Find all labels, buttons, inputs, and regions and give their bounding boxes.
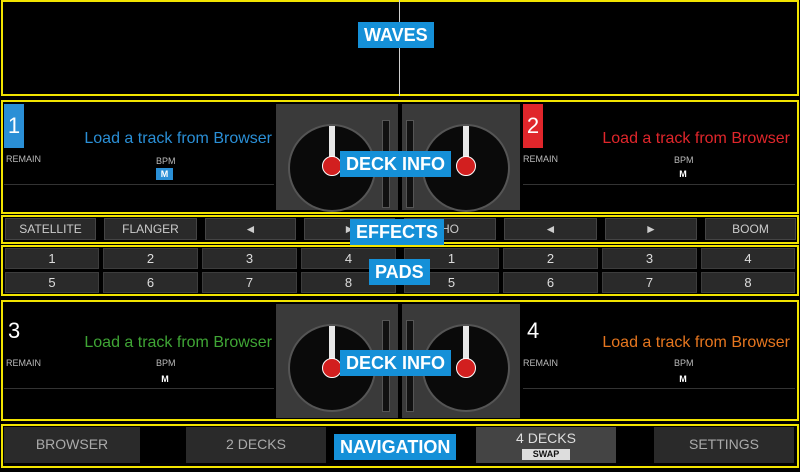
- pad-1-6[interactable]: 6: [103, 272, 198, 293]
- deck-4-mode[interactable]: M: [679, 374, 687, 384]
- deck-1-number: 1: [4, 104, 24, 148]
- deck-4-divider: [523, 388, 795, 389]
- turntable-label-icon: [456, 358, 476, 378]
- needle-icon: [463, 126, 469, 160]
- deck-3-bpm: BPM: [156, 358, 176, 368]
- pad-2-4[interactable]: 4: [701, 248, 795, 269]
- turntable-label-icon: [456, 156, 476, 176]
- effect-satellite[interactable]: SATELLITE: [5, 218, 96, 240]
- deck-2-load-text[interactable]: Load a track from Browser: [602, 130, 790, 147]
- deck-1-load-text[interactable]: Load a track from Browser: [84, 130, 272, 147]
- pads-label: PADS: [369, 259, 430, 285]
- swap-badge[interactable]: SWAP: [522, 449, 570, 460]
- needle-icon: [329, 126, 335, 160]
- needle-icon: [329, 326, 335, 360]
- deck-1-divider: [4, 184, 274, 185]
- pad-1-3[interactable]: 3: [202, 248, 297, 269]
- nav-browser-button[interactable]: BROWSER: [4, 427, 140, 463]
- waves-label: WAVES: [358, 22, 434, 48]
- deck-3-divider: [4, 388, 274, 389]
- deck-1-bpm: BPM: [156, 156, 176, 166]
- deck-4-remain: REMAIN: [523, 358, 559, 368]
- effect-flanger[interactable]: FLANGER: [104, 218, 197, 240]
- pad-1-2[interactable]: 2: [103, 248, 198, 269]
- effect-boom[interactable]: BOOM: [705, 218, 796, 240]
- navigation-panel: [1, 424, 799, 468]
- deck-info-bottom-panel: [1, 300, 799, 421]
- deck-2-bpm: BPM: [674, 155, 694, 165]
- effect-next-right[interactable]: ►: [605, 218, 697, 240]
- effect-prev-right[interactable]: ◄: [504, 218, 597, 240]
- deck-info-top-panel: [1, 100, 799, 214]
- deck-4-load-text[interactable]: Load a track from Browser: [602, 334, 790, 351]
- waves-panel: [1, 0, 799, 96]
- pad-2-6[interactable]: 6: [503, 272, 598, 293]
- deck-info-bottom-label: DECK INFO: [340, 350, 451, 376]
- deck-2-mode[interactable]: M: [679, 169, 687, 179]
- deck-2-remain: REMAIN: [523, 154, 559, 164]
- pad-1-7[interactable]: 7: [202, 272, 297, 293]
- deck-3-mode[interactable]: M: [161, 374, 169, 384]
- deck-3-number: 3: [8, 318, 21, 343]
- waveform-center-line: [399, 0, 400, 96]
- navigation-label: NAVIGATION: [334, 434, 457, 460]
- pad-2-8[interactable]: 8: [701, 272, 795, 293]
- nav-2-decks-button[interactable]: 2 DECKS: [186, 427, 326, 463]
- effects-label: EFFECTS: [350, 219, 445, 245]
- turntable-label-icon: [322, 156, 342, 176]
- deck-1-mode[interactable]: M: [156, 168, 173, 180]
- pad-2-2[interactable]: 2: [503, 248, 598, 269]
- pad-2-3[interactable]: 3: [602, 248, 697, 269]
- needle-icon: [463, 326, 469, 360]
- pad-2-7[interactable]: 7: [602, 272, 697, 293]
- pads-panel: [1, 245, 799, 296]
- turntable-label-icon: [322, 358, 342, 378]
- nav-4-decks-label: 4 DECKS: [516, 430, 576, 446]
- deck-4-number: 4: [527, 318, 540, 343]
- deck-1-remain: REMAIN: [6, 154, 42, 164]
- deck-info-top-label: DECK INFO: [340, 151, 451, 177]
- pad-1-1[interactable]: 1: [5, 248, 99, 269]
- deck-2-divider: [523, 184, 795, 185]
- deck-3-remain: REMAIN: [6, 358, 42, 368]
- pad-1-5[interactable]: 5: [5, 272, 99, 293]
- effect-prev-left[interactable]: ◄: [205, 218, 296, 240]
- turntable-2[interactable]: [402, 104, 520, 212]
- nav-settings-button[interactable]: SETTINGS: [654, 427, 794, 463]
- deck-3-load-text[interactable]: Load a track from Browser: [84, 334, 272, 351]
- deck-2-number: 2: [523, 104, 543, 148]
- deck-4-bpm: BPM: [674, 358, 694, 368]
